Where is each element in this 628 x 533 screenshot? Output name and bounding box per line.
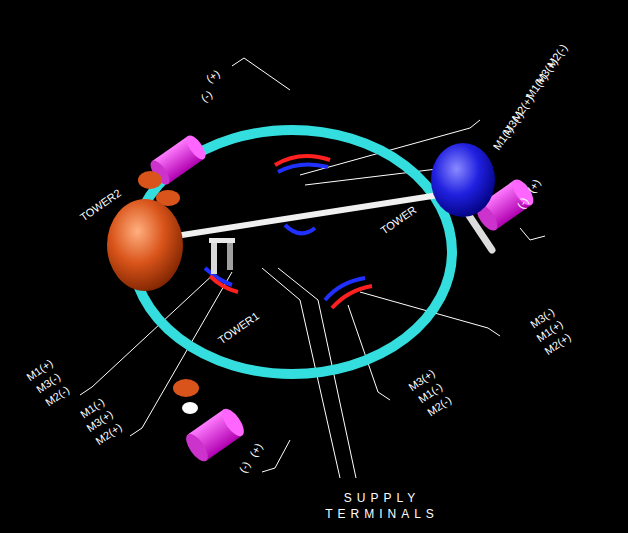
cylinder-end [218, 405, 248, 439]
coil-arc [285, 225, 315, 233]
blue-sphere [431, 143, 495, 217]
coil-arcs [205, 156, 372, 308]
leader-line [232, 58, 290, 90]
leader-line [262, 440, 290, 472]
terminal-label: (-) [198, 88, 214, 104]
supply-label: SUPPLY TERMINALS [307, 490, 457, 522]
terminal-label: TOWER [378, 203, 418, 236]
leader-lines [80, 58, 545, 478]
terminal-label: (+) [247, 441, 264, 459]
coil-arc [210, 276, 238, 292]
leader-line [520, 228, 545, 240]
cylinder-end [183, 132, 209, 162]
tower-post [227, 242, 233, 270]
gear [138, 171, 162, 189]
gear [173, 379, 199, 397]
terminal-label: (-) [236, 459, 252, 475]
rod [150, 192, 458, 240]
cylinder-end [182, 430, 212, 464]
terminal-label: M1(-) [491, 124, 516, 152]
tower-post [209, 238, 235, 243]
orange-sphere [107, 199, 183, 291]
terminal-label: (+) [204, 67, 222, 85]
terminal-label: TOWER1 [215, 310, 260, 347]
tower-post [211, 242, 217, 274]
coil-arc [278, 164, 328, 172]
shaft [182, 402, 198, 414]
motor-cylinder [182, 405, 248, 464]
coil-arc [332, 286, 372, 308]
